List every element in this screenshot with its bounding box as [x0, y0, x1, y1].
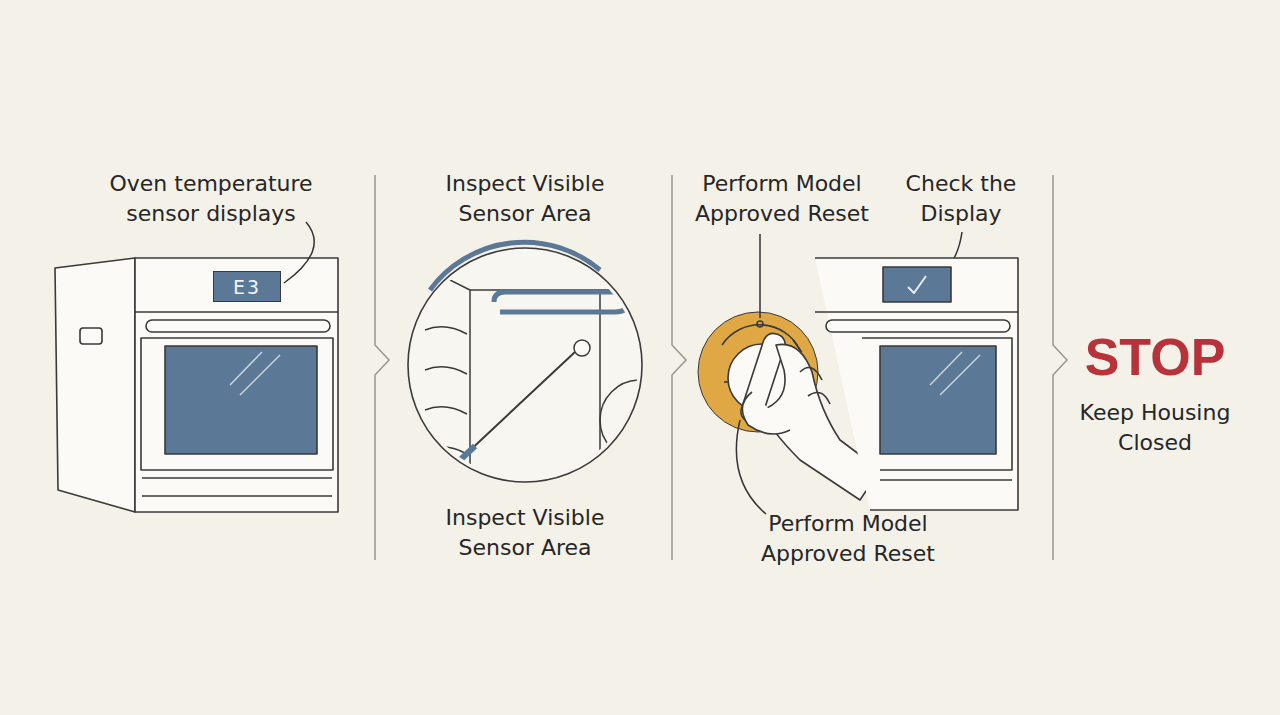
- drawer-line: [142, 495, 332, 497]
- display-code: E3: [233, 275, 261, 299]
- display-screen: [883, 267, 951, 302]
- rack-rails: [425, 327, 467, 454]
- magnifier-rim: [430, 242, 600, 290]
- step-dividers: [375, 175, 1067, 560]
- stop-heading: STOP: [1065, 326, 1245, 388]
- glare-line: [930, 352, 962, 385]
- door-handle: [146, 320, 330, 332]
- glare-line: [230, 352, 262, 385]
- oven-front: [815, 258, 1018, 510]
- thumb: [742, 392, 790, 434]
- window-glare: [930, 352, 980, 395]
- door-handle: [826, 320, 1010, 332]
- side-vent: [80, 328, 102, 344]
- probe-mount: [574, 340, 590, 356]
- step-label: Perform Model Approved Reset: [748, 509, 948, 569]
- step-label: Inspect Visible Sensor Area: [420, 169, 630, 229]
- leader-line: [736, 420, 766, 514]
- error-display: E3: [213, 271, 281, 302]
- oven-illustration: [815, 258, 1018, 510]
- leader-line: [759, 234, 761, 318]
- sensor-probe: [465, 352, 575, 455]
- fan-cover: [600, 380, 680, 460]
- window-glare: [230, 352, 280, 395]
- panel-line: [815, 311, 1018, 313]
- oven-front: [135, 258, 338, 512]
- glare-line: [940, 355, 980, 395]
- cavity-wall: [410, 260, 470, 480]
- oven-window: [165, 346, 317, 454]
- heating-element: [494, 292, 628, 312]
- step-label: Inspect Visible Sensor Area: [420, 503, 630, 563]
- drawer-line: [142, 477, 332, 479]
- oven-window: [880, 346, 996, 454]
- cavity-back: [599, 290, 601, 480]
- probe-tip: [458, 446, 475, 462]
- drawer-line: [880, 479, 1012, 481]
- glare-line: [240, 355, 280, 395]
- oven-illustration: [55, 258, 338, 512]
- divider-chevron: [672, 175, 686, 560]
- oven-door: [141, 338, 333, 470]
- panel-line: [135, 311, 338, 313]
- step-label: Keep Housing Closed: [1070, 398, 1240, 458]
- callout-label: Check the Display: [893, 169, 1029, 229]
- step-label: Perform Model Approved Reset: [684, 169, 880, 229]
- finger-lines: [800, 368, 830, 405]
- magnifier-circle: [408, 248, 642, 482]
- divider-chevron: [375, 175, 389, 560]
- oven-door: [862, 338, 1012, 470]
- oven-side: [55, 258, 135, 512]
- leader-line: [284, 222, 314, 283]
- callout-label: Oven temperature sensor displays: [96, 169, 326, 229]
- dot-mark: [757, 321, 763, 327]
- check-mark: [908, 276, 926, 293]
- oven-interior: [410, 260, 680, 480]
- divider-chevron: [1053, 175, 1067, 560]
